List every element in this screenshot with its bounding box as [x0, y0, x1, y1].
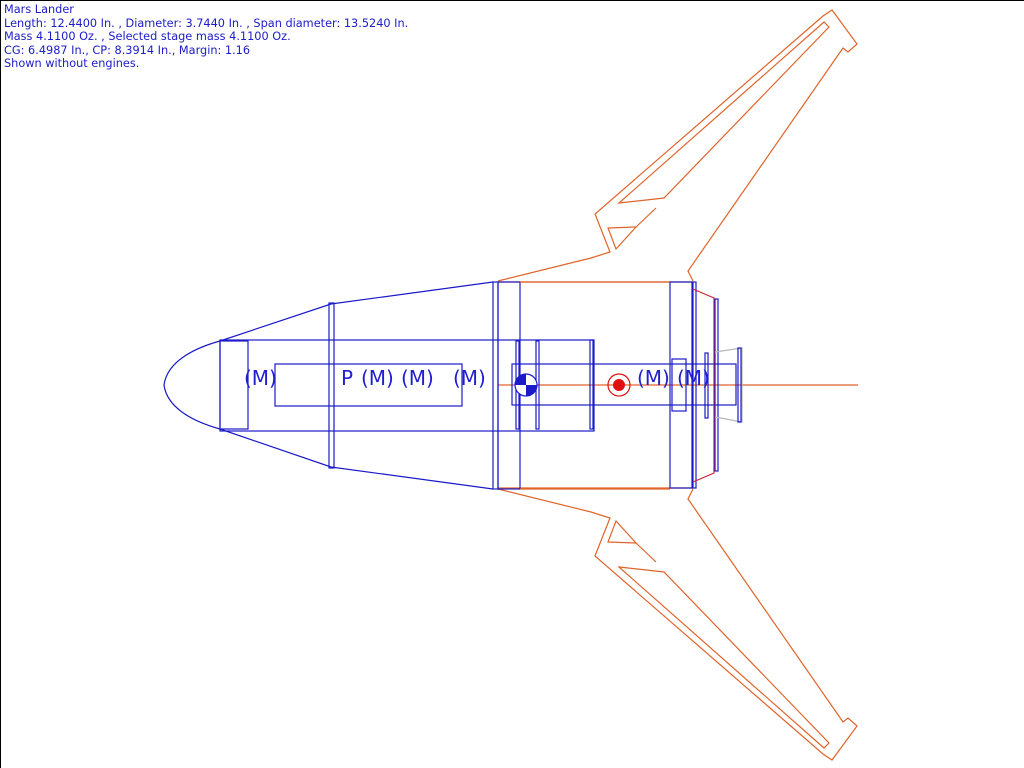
tail-plate[interactable] [714, 298, 719, 472]
mass-marker: (M) [637, 366, 670, 390]
rocket-dimensions: Length: 12.4400 In. , Diameter: 3.7440 I… [4, 16, 409, 30]
ring-mid[interactable] [328, 302, 335, 469]
body-ring-front[interactable] [492, 281, 499, 490]
mass-marker: (M) [361, 366, 394, 390]
mass-marker: (M) [453, 366, 486, 390]
mass-marker: (M) [677, 366, 710, 390]
engine-block[interactable] [671, 358, 687, 412]
nose-cone[interactable] [163, 340, 221, 430]
centering-ring-3[interactable] [589, 339, 594, 430]
boattail[interactable] [692, 288, 715, 483]
rocket-name: Mars Lander [4, 3, 74, 16]
rocket-info-panel: Mars Lander Length: 12.4400 In. , Diamet… [4, 3, 408, 71]
nozzle-ring[interactable] [737, 347, 742, 423]
rocket-mass: Mass 4.1100 Oz. , Selected stage mass 4.… [4, 30, 291, 43]
mass-marker: (M) [244, 366, 277, 390]
fin-top[interactable] [497, 9, 858, 283]
transition-front[interactable] [219, 281, 494, 342]
aft-ring-thin[interactable] [692, 281, 697, 489]
aft-ring[interactable] [669, 281, 693, 489]
nozzle [714, 347, 743, 423]
thrust-ring[interactable] [704, 352, 709, 419]
fin-bottom[interactable] [497, 487, 858, 761]
payload-tube[interactable] [274, 363, 463, 407]
transition-front-bottom[interactable] [219, 428, 494, 490]
rocket-stability: CG: 6.4987 In., CP: 8.3914 In., Margin: … [4, 43, 251, 57]
mass-marker: (M) [401, 366, 434, 390]
rocket-note: Shown without engines. [4, 57, 140, 70]
cp-marker [607, 373, 631, 397]
cg-marker [514, 373, 538, 397]
motor-tube[interactable] [511, 363, 737, 406]
inner-tube[interactable] [219, 339, 595, 432]
parachute-marker: P [341, 366, 353, 390]
